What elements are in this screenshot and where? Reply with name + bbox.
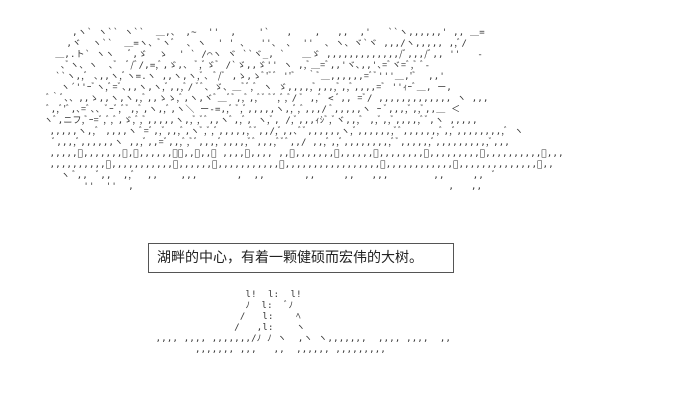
caption-box: 湖畔的中心，有着一颗健硕而宏伟的大树。 [148, 243, 454, 273]
tree-crown-art: ,ヽ` ヽ`` ヽ`` ＿,、 ,~ '' , '` , , ,, ,' ``ヽ… [44, 28, 564, 192]
caption-text: 湖畔的中心，有着一颗健硕而宏伟的大树。 [157, 250, 423, 266]
tree-trunk-art: l! l: l! ﾉ l: ﾞﾉ / l: ﾍ / ,l: ヽ ,,,, ,,,… [155, 290, 452, 355]
